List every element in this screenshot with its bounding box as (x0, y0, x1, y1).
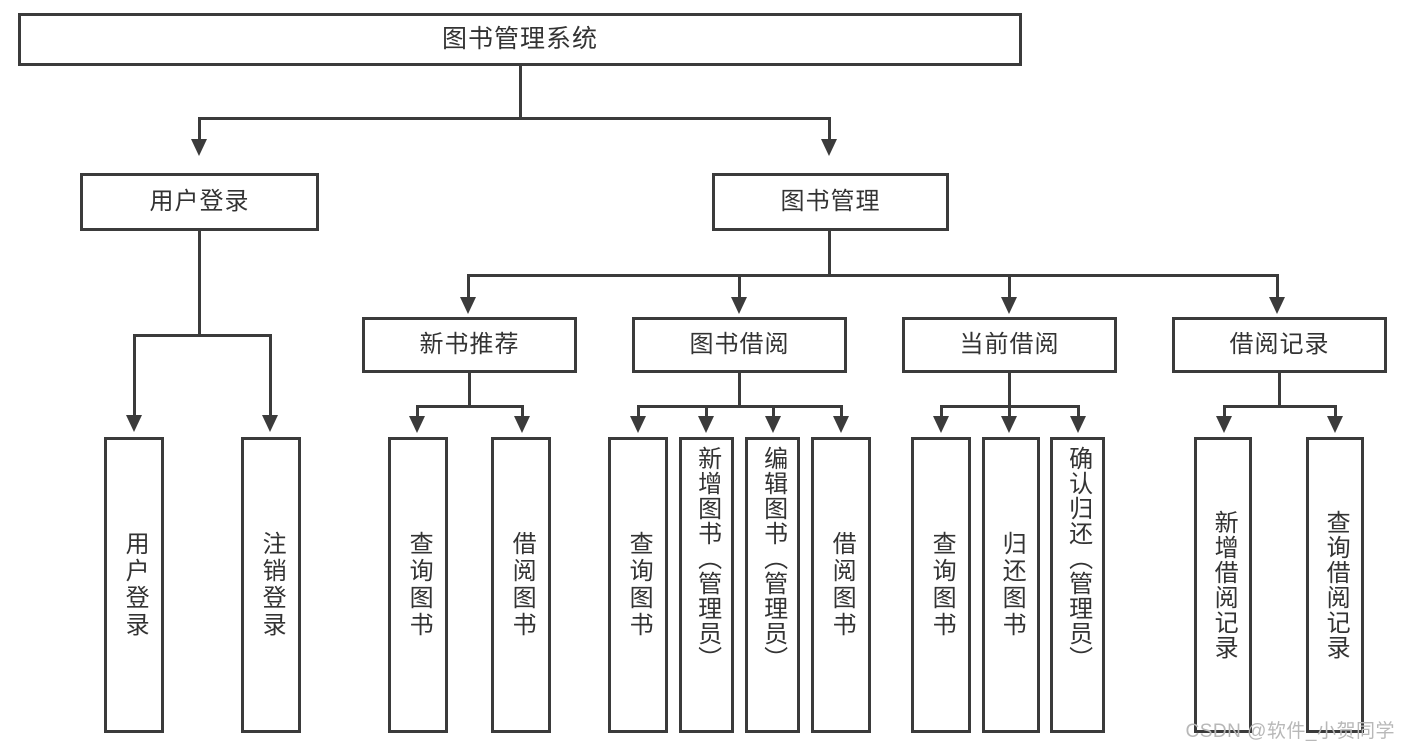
connector-book-borrow-stem (738, 373, 741, 407)
connector-user-login-stem (198, 231, 201, 336)
node-borrow-record[interactable]: 借阅记录 (1172, 317, 1387, 373)
leaf-label: 新增图书（管理员） (693, 446, 721, 671)
arrow-current-borrow-to-leaf-3 (1070, 416, 1086, 433)
connector-root-to-book-manage (828, 117, 831, 141)
connector-root-stem (519, 66, 522, 117)
leaf-edit-book[interactable]: 编辑图书（管理员） (745, 437, 800, 733)
connector-book-manage-to-current-borrow (1008, 274, 1011, 299)
connector-current-borrow-stem (1008, 373, 1011, 407)
connector-book-borrow-bus (637, 405, 843, 408)
node-label: 图书管理系统 (441, 24, 598, 53)
arrow-root-to-user-login (191, 139, 207, 156)
arrow-new-book-to-leaf-1 (409, 416, 425, 433)
connector-book-manage-to-book-borrow (738, 274, 741, 299)
node-label: 借阅记录 (1229, 330, 1330, 358)
connector-user-login-to-leaf-1 (133, 334, 136, 417)
arrow-borrow-record-to-leaf-2 (1327, 416, 1343, 433)
connector-borrow-record-to-leaf-2 (1334, 405, 1337, 418)
node-user-login[interactable]: 用户登录 (80, 173, 319, 231)
leaf-label: 借阅图书 (828, 531, 856, 639)
arrow-book-borrow-to-leaf-3 (765, 416, 781, 433)
connector-borrow-record-bus (1223, 405, 1337, 408)
arrow-book-manage-to-book-borrow (731, 297, 747, 314)
leaf-label: 编辑图书（管理员） (759, 446, 787, 671)
node-label: 新书推荐 (419, 330, 520, 358)
node-root-book-management-system[interactable]: 图书管理系统 (18, 13, 1022, 66)
leaf-label: 借阅图书 (508, 531, 536, 639)
connector-book-manage-to-borrow-record (1276, 274, 1279, 299)
connector-book-manage-to-new-book (467, 274, 470, 299)
leaf-user-login[interactable]: 用户登录 (104, 437, 164, 733)
connector-book-borrow-to-leaf-3 (772, 405, 775, 418)
leaf-query-book-current[interactable]: 查询图书 (911, 437, 971, 733)
connector-user-login-bus (133, 334, 272, 337)
node-label: 当前借阅 (959, 330, 1060, 358)
leaf-label: 查询图书 (928, 531, 956, 639)
leaf-label: 查询借阅记录 (1322, 510, 1350, 660)
node-label: 图书管理 (780, 187, 881, 215)
connector-current-borrow-to-leaf-3 (1077, 405, 1080, 418)
leaf-query-borrow-record[interactable]: 查询借阅记录 (1306, 437, 1364, 733)
leaf-borrow-book-recommend[interactable]: 借阅图书 (491, 437, 551, 733)
node-label: 用户登录 (149, 187, 250, 215)
connector-user-login-to-leaf-2 (269, 334, 272, 417)
leaf-add-book[interactable]: 新增图书（管理员） (679, 437, 734, 733)
arrow-current-borrow-to-leaf-2 (1001, 416, 1017, 433)
arrow-book-manage-to-current-borrow (1001, 297, 1017, 314)
arrow-user-login-to-leaf-2 (262, 415, 278, 432)
connector-book-manage-bus (467, 274, 1279, 277)
leaf-borrow-book[interactable]: 借阅图书 (811, 437, 871, 733)
csdn-watermark: CSDN @软件_小贺同学 (1185, 721, 1395, 742)
connector-book-borrow-to-leaf-2 (705, 405, 708, 418)
node-current-borrow[interactable]: 当前借阅 (902, 317, 1117, 373)
leaf-label: 注销登录 (258, 531, 286, 639)
connector-new-book-to-leaf-2 (521, 405, 524, 418)
connector-borrow-record-to-leaf-1 (1223, 405, 1226, 418)
arrow-book-manage-to-new-book (460, 297, 476, 314)
leaf-label: 归还图书 (998, 531, 1026, 639)
connector-root-to-user-login (198, 117, 201, 141)
arrow-borrow-record-to-leaf-1 (1216, 416, 1232, 433)
arrow-root-to-book-manage (821, 139, 837, 156)
arrow-new-book-to-leaf-2 (514, 416, 530, 433)
connector-root-bus (198, 117, 831, 120)
connector-current-borrow-to-leaf-2 (1008, 405, 1011, 418)
leaf-label: 新增借阅记录 (1210, 510, 1238, 660)
connector-borrow-record-stem (1278, 373, 1281, 407)
node-new-book-recommend[interactable]: 新书推荐 (362, 317, 577, 373)
leaf-confirm-return[interactable]: 确认归还（管理员） (1050, 437, 1105, 733)
leaf-add-borrow-record[interactable]: 新增借阅记录 (1194, 437, 1252, 733)
arrow-book-manage-to-borrow-record (1269, 297, 1285, 314)
node-label: 图书借阅 (689, 330, 790, 358)
connector-book-borrow-to-leaf-4 (840, 405, 843, 418)
connector-book-manage-stem (828, 231, 831, 276)
arrow-book-borrow-to-leaf-1 (630, 416, 646, 433)
node-book-borrow[interactable]: 图书借阅 (632, 317, 847, 373)
arrow-book-borrow-to-leaf-4 (833, 416, 849, 433)
node-book-management[interactable]: 图书管理 (712, 173, 949, 231)
leaf-user-logout[interactable]: 注销登录 (241, 437, 301, 733)
leaf-query-book-borrow[interactable]: 查询图书 (608, 437, 668, 733)
leaf-label: 确认归还（管理员） (1064, 446, 1092, 671)
connector-new-book-stem (468, 373, 471, 407)
connector-current-borrow-to-leaf-1 (940, 405, 943, 418)
connector-book-borrow-to-leaf-1 (637, 405, 640, 418)
connector-new-book-to-leaf-1 (416, 405, 419, 418)
connector-new-book-bus (416, 405, 524, 408)
leaf-label: 查询图书 (405, 531, 433, 639)
arrow-user-login-to-leaf-1 (126, 415, 142, 432)
leaf-label: 查询图书 (625, 531, 653, 639)
arrow-current-borrow-to-leaf-1 (933, 416, 949, 433)
leaf-label: 用户登录 (121, 531, 149, 639)
leaf-return-book[interactable]: 归还图书 (982, 437, 1040, 733)
arrow-book-borrow-to-leaf-2 (698, 416, 714, 433)
leaf-query-book-recommend[interactable]: 查询图书 (388, 437, 448, 733)
